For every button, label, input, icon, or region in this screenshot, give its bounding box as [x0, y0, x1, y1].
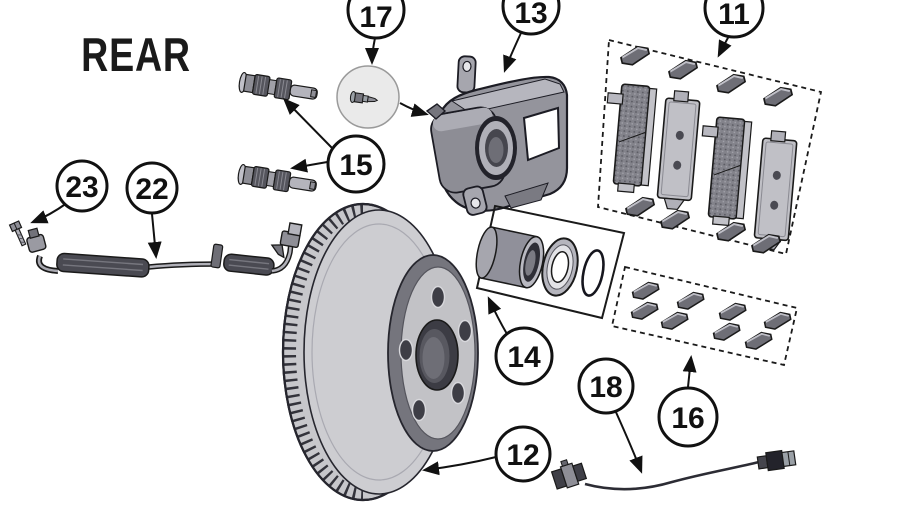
callout-23[interactable]: 23	[55, 159, 109, 213]
callout-13[interactable]: 13	[501, 0, 561, 36]
callout-15[interactable]: 15	[326, 134, 386, 194]
piston-seal-oring-drawing	[581, 249, 605, 297]
callout-17[interactable]: 17	[346, 0, 406, 40]
callout-16[interactable]: 16	[657, 386, 719, 448]
leader-16	[682, 355, 697, 388]
leader-14	[487, 296, 508, 335]
leader-18	[614, 409, 643, 474]
bleeder-port-boss	[425, 103, 447, 120]
piston-drawing	[475, 226, 545, 289]
callout-11[interactable]: 11	[703, 0, 765, 39]
hose-screw-drawing	[8, 220, 303, 278]
leader-23	[30, 202, 68, 224]
piston-seal-kit-box	[475, 204, 626, 320]
callout-14[interactable]: 14	[494, 326, 554, 386]
svg-text:11: 11	[718, 0, 750, 31]
leader-15-upper	[282, 97, 335, 151]
rotor-lug-holes	[398, 285, 473, 422]
svg-text:15: 15	[339, 149, 372, 182]
callout-22[interactable]: 22	[125, 161, 179, 215]
brake-caliper-drawing	[425, 55, 569, 216]
wear-sensor-wire-drawing	[550, 449, 797, 491]
svg-text:18: 18	[589, 371, 622, 404]
leader-13	[503, 32, 522, 73]
svg-text:17: 17	[359, 1, 392, 34]
callout-12[interactable]: 12	[494, 425, 552, 483]
bleeder-screw-drawing	[349, 91, 379, 104]
leader-arrows	[30, 32, 732, 476]
svg-text:22: 22	[135, 173, 168, 206]
leader-12	[422, 456, 497, 476]
leader-22	[147, 213, 162, 259]
svg-text:12: 12	[506, 439, 539, 472]
diagram-title: REAR	[81, 29, 191, 82]
brake-rotor-drawing	[281, 202, 479, 502]
leader-bubble-caliper	[399, 102, 429, 117]
leader-15-lower	[290, 158, 334, 173]
leader-17	[365, 37, 380, 65]
callout-18[interactable]: 18	[577, 357, 635, 415]
callouts: 11 12 13 14 15 16 17 18	[55, 0, 765, 483]
dust-boot-drawing	[541, 237, 579, 297]
hardware-clips-box	[610, 265, 799, 367]
svg-text:13: 13	[514, 0, 547, 30]
brake-pads-box	[597, 38, 823, 256]
svg-text:16: 16	[671, 402, 704, 435]
zoom-bubble	[336, 65, 400, 129]
svg-text:14: 14	[507, 341, 541, 374]
svg-text:23: 23	[65, 171, 98, 204]
